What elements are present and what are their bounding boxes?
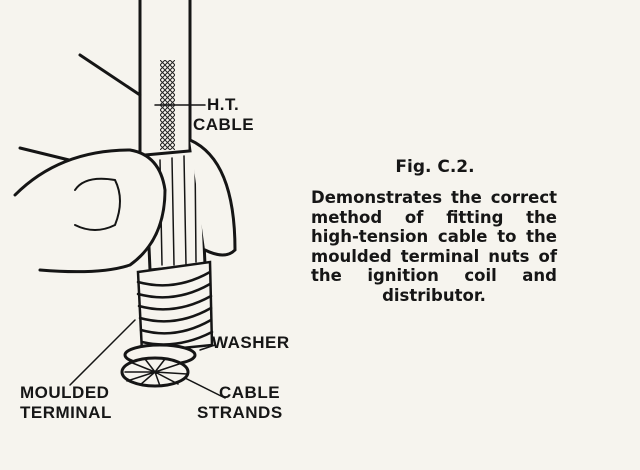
caption-line: high-tension cable to the (311, 227, 557, 246)
label-cable: CABLE (193, 115, 255, 134)
figure-title: Fig. C.2. (395, 157, 475, 177)
terminal-threads (136, 260, 214, 354)
washer-and-strands (120, 343, 197, 388)
caption-line: Demonstrates the correct (311, 188, 557, 207)
caption-line: distributor. (382, 285, 486, 305)
caption-line: moulded terminal nuts of (311, 246, 557, 266)
caption-line: the ignition coil and (311, 266, 557, 285)
label-moulded: MOULDED (20, 383, 110, 402)
label-washer: WASHER (212, 333, 290, 352)
thumb (13, 148, 167, 274)
caption-line: method of fitting the (311, 207, 557, 227)
label-ht: H.T. (207, 95, 240, 114)
label-terminal: TERMINAL (20, 403, 112, 422)
label-cable-strands-1: CABLE (219, 383, 281, 402)
figure-caption: Demonstrates the correct method of fitti… (311, 188, 557, 305)
label-cable-strands-2: STRANDS (197, 403, 283, 422)
ht-cable (138, 0, 192, 157)
